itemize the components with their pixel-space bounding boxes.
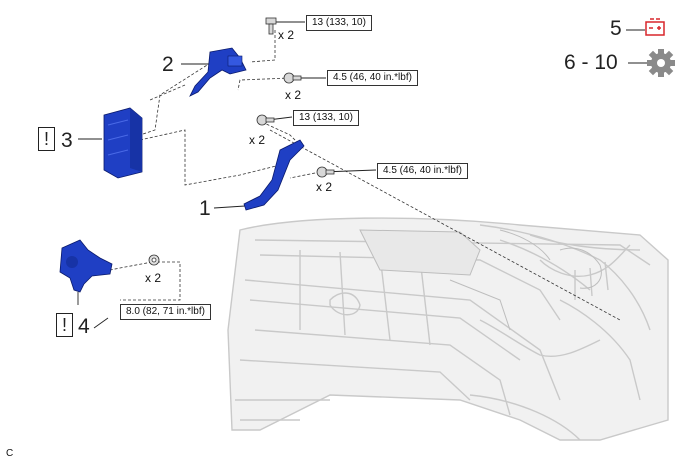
part-2-bracket[interactable] xyxy=(189,47,247,97)
part-1-bracket[interactable] xyxy=(243,139,305,211)
quantity-label: x 2 xyxy=(285,88,302,102)
vehicle-front-illustration xyxy=(227,217,669,441)
quantity-label: x 2 xyxy=(316,180,333,194)
figure-code: C xyxy=(6,448,14,459)
quantity-label: x 2 xyxy=(278,28,295,42)
part-4-assembly[interactable] xyxy=(59,239,113,293)
bolt-icon xyxy=(265,17,277,35)
quantity-label: x 2 xyxy=(145,271,162,285)
part-3-ecu[interactable] xyxy=(103,107,143,179)
bolt-icon xyxy=(316,166,335,178)
part-number-3: 3 xyxy=(61,129,73,152)
battery-icon xyxy=(645,18,665,36)
part-number-1: 1 xyxy=(199,197,211,220)
warning-box-4: ! xyxy=(56,313,73,337)
gear-icon xyxy=(647,49,675,77)
torque-spec-upper-right: 4.5 (46, 40 in.*lbf) xyxy=(327,70,418,86)
bolt-icon xyxy=(256,114,275,126)
part-number-4: 4 xyxy=(78,315,90,338)
bolt-icon xyxy=(283,72,302,84)
torque-spec-middle: 13 (133, 10) xyxy=(293,110,359,126)
quantity-label: x 2 xyxy=(249,133,266,147)
torque-spec-top: 13 (133, 10) xyxy=(306,15,372,31)
step-label-procedures: 6 - 10 xyxy=(564,51,618,74)
engine-bay-detail xyxy=(359,229,602,331)
torque-spec-bottom: 8.0 (82, 71 in.*lbf) xyxy=(120,304,211,320)
warning-box-3: ! xyxy=(38,127,55,151)
torque-spec-lower-right: 4.5 (46, 40 in.*lbf) xyxy=(377,163,468,179)
nut-icon xyxy=(148,254,160,266)
part-number-2: 2 xyxy=(162,53,174,76)
step-label-battery: 5 xyxy=(610,17,622,40)
